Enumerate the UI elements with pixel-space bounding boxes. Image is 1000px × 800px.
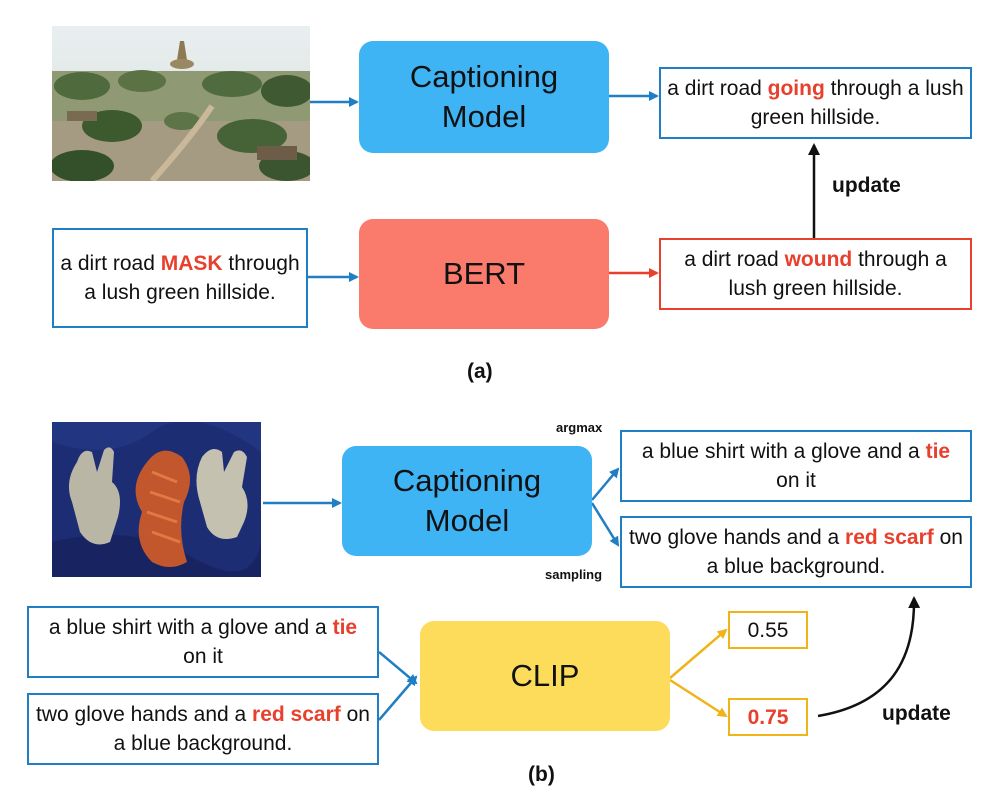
sampling-caption: two glove hands and a red scarf on a blu…	[620, 516, 972, 588]
clip-input-2-pre: two glove hands and a	[36, 703, 253, 726]
captioning-model-a: Captioning Model	[359, 41, 609, 153]
argmax-caption-highlight: tie	[925, 440, 951, 463]
captioning-model-b: Captioning Model	[342, 446, 592, 556]
argmax-label: argmax	[556, 420, 603, 435]
clip-model: CLIP	[420, 621, 670, 731]
clip-input-1-pre: a blue shirt with a glove and a	[48, 616, 333, 639]
landscape-photo	[52, 26, 310, 181]
update-label-a: update	[832, 174, 901, 197]
argmax-caption-post: on it	[776, 469, 816, 492]
clip-input-2-highlight: red scarf	[252, 703, 341, 726]
clip-input-1-highlight: tie	[332, 616, 358, 639]
bert-output-pre: a dirt road	[684, 248, 785, 271]
bert-model-label: BERT	[442, 256, 526, 291]
panel-b-caption: (b)	[528, 763, 555, 786]
sampling-caption-highlight: red scarf	[845, 526, 934, 549]
clip-model-label: CLIP	[510, 658, 580, 693]
bert-model: BERT	[359, 219, 609, 329]
clip-input-2: two glove hands and a red scarf on a blu…	[27, 693, 379, 765]
gloves-photo	[52, 422, 261, 577]
clip-input-1-post: on it	[183, 645, 223, 668]
captioning-model-a-label: Captioning Model	[409, 59, 559, 134]
masked-input-pre: a dirt road	[60, 252, 161, 275]
sampling-caption-post: on a blue background.	[706, 526, 963, 578]
masked-input: a dirt road MASK through a lush green hi…	[52, 228, 308, 328]
arrow-clip-in-1	[378, 651, 418, 685]
caption-output-a: a dirt road going through a lush green h…	[659, 67, 972, 139]
sampling-caption-pre: two glove hands and a	[629, 526, 846, 549]
panel-a-caption: (a)	[467, 360, 493, 383]
clip-score-2-value: 0.75	[747, 705, 789, 729]
sampling-label: sampling	[545, 567, 603, 582]
arrow-sampling	[590, 502, 620, 547]
arrow-update-b	[817, 596, 921, 718]
bert-output: a dirt road wound through a lush green h…	[659, 238, 972, 310]
arrow-clip-score-1	[669, 628, 728, 679]
bert-output-post: through a lush green hillside.	[728, 248, 947, 300]
update-label-b: update	[882, 702, 951, 725]
clip-input-1: a blue shirt with a glove and a tie on i…	[27, 606, 379, 678]
arrow-clip-score-2	[669, 678, 728, 718]
caption-output-a-post: through a lush green hillside.	[750, 77, 964, 129]
caption-output-a-pre: a dirt road	[667, 77, 768, 100]
argmax-caption: a blue shirt with a glove and a tie on i…	[620, 430, 972, 502]
arrow-clip-in-2	[378, 675, 418, 721]
masked-input-post: through a lush green hillside.	[84, 252, 300, 304]
captioning-model-b-label: Captioning Model	[392, 463, 542, 538]
clip-input-2-post: on a blue background.	[113, 703, 370, 755]
argmax-caption-pre: a blue shirt with a glove and a	[641, 440, 926, 463]
bert-output-highlight: wound	[784, 248, 853, 271]
mask-token: MASK	[160, 252, 223, 275]
clip-score-1: 0.55	[728, 611, 808, 649]
arrow-argmax	[591, 467, 620, 501]
clip-score-2: 0.75	[728, 698, 808, 736]
caption-output-a-highlight: going	[767, 77, 825, 100]
clip-score-1-value: 0.55	[747, 618, 789, 642]
